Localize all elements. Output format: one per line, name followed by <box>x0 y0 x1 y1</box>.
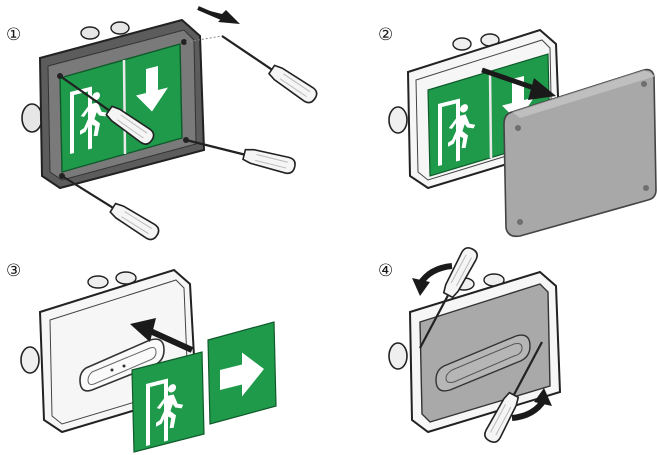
right-arrow-pictogram-icon <box>220 352 264 397</box>
down-arrow-pictogram-icon <box>502 76 534 122</box>
step-2-number: ② <box>378 25 393 45</box>
direction-arrow-icon <box>197 6 240 24</box>
step-3-arrow-pictogram-card <box>207 321 277 425</box>
step-1-number: ① <box>6 25 21 45</box>
direction-arrow-icon <box>481 67 556 100</box>
rotation-arrow-icon <box>511 388 552 421</box>
step-1-panel: ① <box>6 6 321 244</box>
step-3-panel: ③ <box>6 261 277 453</box>
step-2-panel: ② <box>378 25 657 238</box>
step-2-cover <box>503 68 657 238</box>
rotation-arrow-icon <box>412 263 453 296</box>
step-3-number: ③ <box>6 261 21 281</box>
step-3-exit-pictogram-card <box>131 351 205 453</box>
step-4-number: ④ <box>378 261 393 281</box>
down-arrow-pictogram-icon <box>136 66 168 112</box>
screwdriver-icon <box>216 28 321 107</box>
direction-arrow-icon <box>130 318 194 353</box>
step-4-panel: ④ <box>378 244 562 446</box>
